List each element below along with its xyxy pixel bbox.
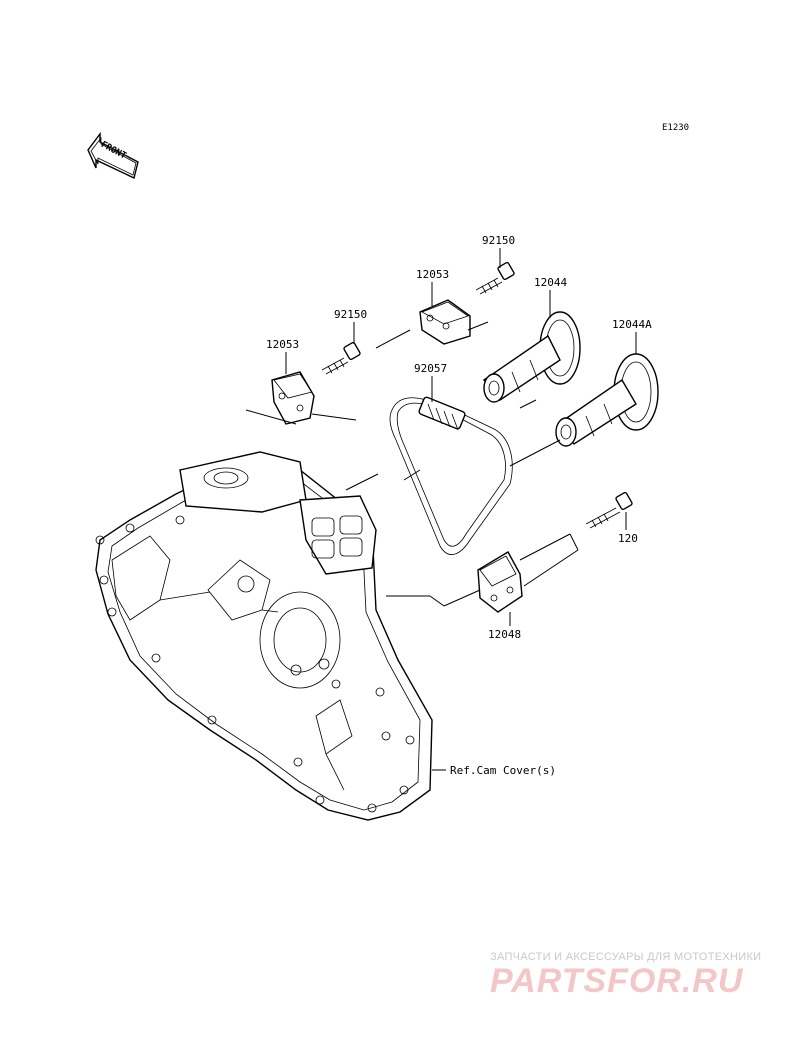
leader-lines: [245, 248, 637, 771]
front-arrow-icon: FRONT: [87, 131, 139, 179]
reference-label: Ref.Cam Cover(s): [450, 764, 556, 777]
watermark-tagline: ЗАПЧАСТИ И АКСЕССУАРЫ ДЛЯ МОТОТЕХНИКИ: [490, 951, 762, 963]
part-label-12048: 12048: [488, 628, 521, 641]
watermark-logo: PARTSFOR.RU: [490, 962, 744, 1000]
cam-holder-right: [419, 299, 471, 345]
part-label-92150-left: 92150: [334, 308, 367, 321]
part-label-92150-top: 92150: [482, 234, 515, 247]
camshaft-front: [482, 311, 581, 403]
cam-chain: [389, 396, 513, 555]
part-label-12044: 12044: [534, 276, 567, 289]
part-label-120: 120: [618, 532, 638, 545]
part-label-92057: 92057: [414, 362, 447, 375]
bolt-right: [475, 261, 515, 295]
camshaft-rear: [555, 353, 659, 447]
bolt-120: [585, 491, 633, 529]
part-label-12044a: 12044A: [612, 318, 652, 331]
part-label-12053-top: 12053: [416, 268, 449, 281]
part-labels: 92150 12053 12044 12044A 92150 12053 920…: [266, 234, 652, 777]
bolt-left: [321, 341, 361, 375]
chain-tensioner: [477, 551, 523, 613]
part-label-12053-left: 12053: [266, 338, 299, 351]
diagram-code: E1230: [662, 123, 689, 133]
cam-holder-left: [271, 371, 315, 425]
cam-cover-housing: [95, 451, 433, 821]
